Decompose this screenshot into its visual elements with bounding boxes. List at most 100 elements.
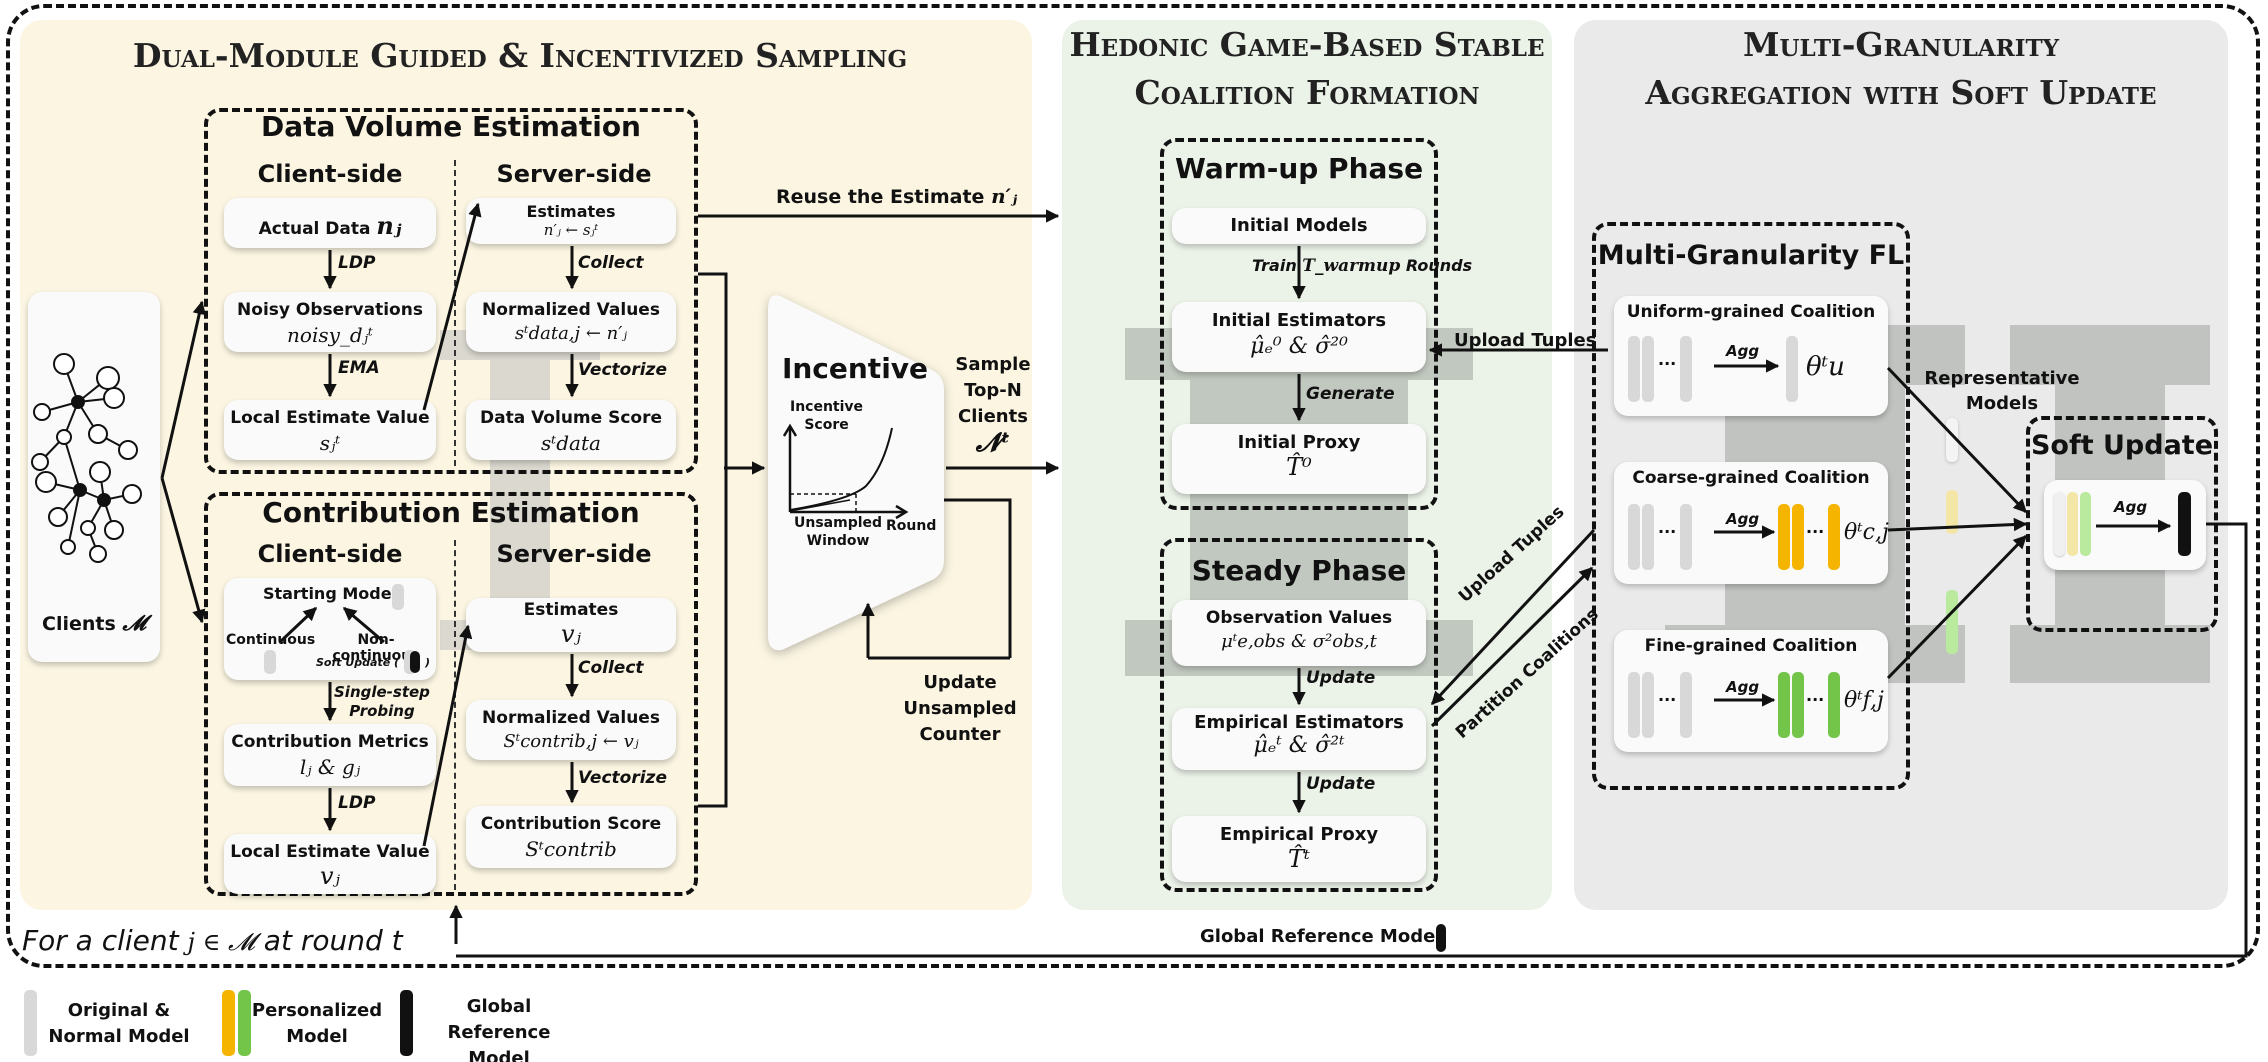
initial-estimators-label: Initial Estimators	[1211, 310, 1387, 331]
dve-normalized-label: Normalized Values	[482, 300, 660, 320]
legend-global-icon	[400, 990, 413, 1056]
noisy-observations-box: Noisy Observations noisy_dⱼᵗ	[224, 292, 436, 352]
representative-model-icon	[1946, 490, 1958, 534]
initial-proxy-math: T̂⁰	[1286, 453, 1312, 481]
normal-model-icon	[1680, 672, 1692, 738]
upload-tuples-label: Upload Tuples	[1454, 330, 1597, 351]
representative-models-label-2: Models	[1965, 393, 2039, 414]
train-math: T_warmup	[1302, 256, 1401, 276]
sample-label-2: Top-N	[964, 380, 1022, 401]
representative-model-icon	[1946, 590, 1958, 654]
starting-model-box: Starting Model Continuous Non-continuous…	[224, 578, 436, 680]
steady-phase-module	[1160, 538, 1438, 892]
fine-coalition-box: Fine-grained Coalition ··· Agg ··· θᵗf,j	[1614, 630, 1888, 752]
normal-model-icon	[1680, 504, 1692, 570]
incentive-title: Incentive	[781, 352, 929, 385]
dve-title: Data Volume Estimation	[261, 110, 641, 143]
uniform-theta: θᵗu	[1806, 352, 1845, 382]
reuse-estimate-label: Reuse the Estimate	[776, 186, 985, 208]
incentive-yaxis-1: Incentive	[790, 399, 864, 415]
update-counter-label-3: Counter	[919, 724, 1001, 745]
panel-title-coalition-1: Hedonic Game-Based Stable	[1069, 25, 1545, 64]
personalized-model-icon	[1792, 672, 1804, 738]
uniform-coalition-box: Uniform-grained Coalition ··· Agg θᵗu	[1614, 296, 1888, 416]
clients-symbol: 𝓜	[122, 610, 146, 635]
uniform-coalition-label: Uniform-grained Coalition	[1626, 302, 1876, 322]
normal-model-icon	[1642, 504, 1654, 570]
ce-server-side: Server-side	[496, 540, 652, 568]
representative-model-icon	[2067, 492, 2078, 556]
representative-model-icon	[2080, 492, 2091, 556]
ce-normalized-math: Sᵗcontrib,j ← vⱼ	[503, 731, 639, 752]
dve-divider	[454, 160, 456, 466]
legend-item3-1: Global	[466, 996, 532, 1017]
ce-normalized-box: Normalized Values Sᵗcontrib,j ← vⱼ	[466, 700, 676, 760]
footer-math: j ∈ 𝓜	[187, 928, 255, 956]
steady-update-label-2: Update	[1306, 774, 1376, 794]
incentive-round-label: Round	[886, 518, 937, 534]
dve-estimates-label: Estimates	[526, 202, 616, 221]
sample-label-3: Clients	[958, 406, 1028, 427]
sample-label-1: Sample	[955, 354, 1031, 375]
empirical-estimators-box: Empirical Estimators μ̂ₑᵗ & σ̂²ᵗ	[1172, 708, 1426, 770]
coarse-coalition-label: Coarse-grained Coalition	[1632, 468, 1870, 488]
incentive-yaxis-2: Score	[804, 417, 849, 433]
empirical-estimators-math: μ̂ₑᵗ & σ̂²ᵗ	[1253, 733, 1345, 758]
global-model-icon	[410, 651, 420, 673]
normal-model-icon	[1642, 672, 1654, 738]
dve-estimates-math: n′ⱼ ← sⱼᵗ	[543, 221, 599, 239]
ce-normalized-label: Normalized Values	[482, 708, 660, 728]
dve-local-estimate-math: sⱼᵗ	[319, 431, 341, 455]
steady-update-label: Update	[1306, 668, 1376, 688]
clients-label: Clients	[42, 613, 116, 635]
actual-data-math: nⱼ	[376, 211, 402, 240]
continuous-label: Continuous	[226, 632, 316, 648]
noisy-observations-math: noisy_dⱼᵗ	[287, 323, 373, 347]
dve-collect-label: Collect	[578, 253, 644, 273]
legend-item2-1: Personalized	[251, 1000, 383, 1021]
mgfl-title: Multi-Granularity FL	[1597, 240, 1905, 271]
dve-normalized-box: Normalized Values sᵗdata,j ← n′ⱼ	[466, 292, 676, 352]
normal-model-icon	[392, 584, 404, 610]
initial-models-box: Initial Models	[1172, 208, 1426, 244]
dots: ···	[1658, 354, 1677, 373]
personalized-model-icon	[1792, 504, 1804, 570]
footer-suffix: at round t	[263, 924, 403, 957]
actual-data-label: Actual Data	[258, 219, 371, 239]
ce-local-estimate-box: Local Estimate Value vⱼ	[224, 834, 436, 894]
agg-label: Agg	[1726, 342, 1760, 360]
normal-model-icon	[1680, 336, 1692, 402]
dots: ···	[1658, 690, 1677, 709]
representative-model-icon	[1946, 418, 1958, 462]
sample-math: 𝓝ᵗ	[975, 428, 1011, 458]
ce-client-side: Client-side	[257, 540, 403, 568]
dve-server-side: Server-side	[496, 160, 652, 188]
soft-update-label: Soft Update (	[316, 656, 400, 669]
dots: ···	[1806, 522, 1825, 541]
client-graph-icon	[31, 353, 142, 563]
panel-title-aggregation-1: Multi-Granularity	[1742, 25, 2060, 64]
observation-values-box: Observation Values μᵗe,obs & σ²obs,t	[1172, 600, 1426, 666]
normal-model-icon	[264, 650, 276, 674]
footer-prefix: For a client	[22, 924, 179, 957]
initial-estimators-box: Initial Estimators μ̂ₑ⁰ & σ̂²⁰	[1172, 302, 1426, 372]
actual-data-box: Actual Data nⱼ	[224, 198, 436, 248]
personalized-model-icon	[1778, 504, 1790, 570]
clients-box: Clients 𝓜	[28, 292, 160, 662]
observation-values-label: Observation Values	[1205, 608, 1393, 628]
contribution-score-math: Sᵗcontrib	[525, 837, 617, 861]
legend-personal-yellow-icon	[222, 990, 235, 1056]
dve-local-estimate-box: Local Estimate Value sⱼᵗ	[224, 400, 436, 460]
legend-item2-2: Model	[286, 1026, 348, 1047]
dots: ···	[1658, 522, 1677, 541]
normal-model-icon	[1628, 336, 1640, 402]
train-rounds-label: Rounds	[1405, 256, 1473, 275]
ce-ldp-label: LDP	[338, 793, 376, 813]
warmup-title: Warm-up Phase	[1174, 152, 1424, 185]
initial-models-label: Initial Models	[1230, 215, 1368, 236]
contribution-score-box: Contribution Score Sᵗcontrib	[466, 806, 676, 868]
data-volume-score-math: sᵗdata	[541, 431, 601, 455]
steady-title: Steady Phase	[1191, 554, 1407, 587]
update-counter-label-2: Unsampled	[903, 698, 1017, 719]
